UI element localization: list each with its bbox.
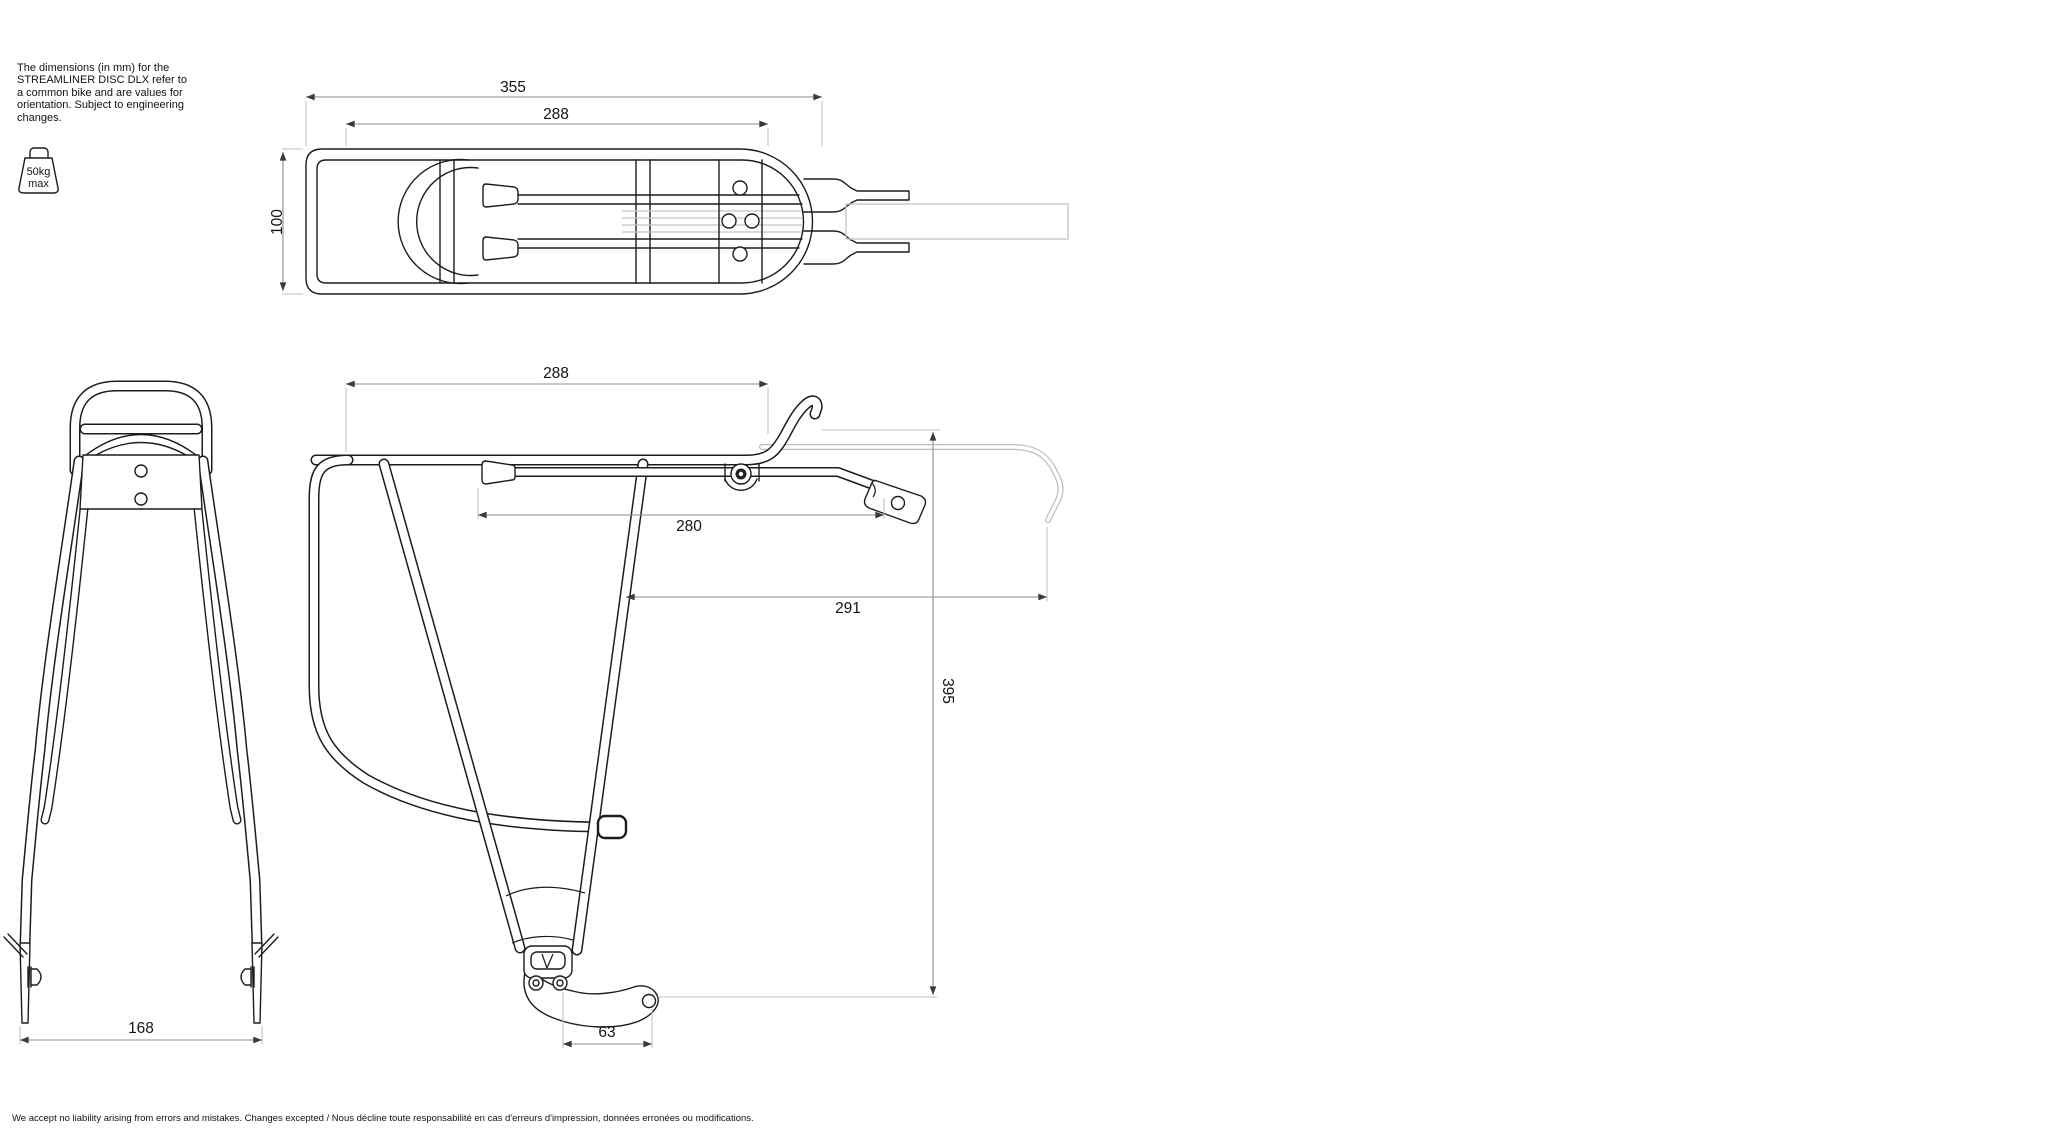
weight-limit-unit: max — [28, 178, 49, 190]
rear-view: 168 — [3, 380, 279, 1044]
dim-overall-length-label: 355 — [500, 79, 526, 96]
weight-limit-icon: 50kg max — [18, 147, 59, 194]
dim-foot-offset-label: 63 — [598, 1024, 615, 1041]
left-foot-plate — [19, 942, 31, 1024]
dim-rack-width-label: 100 — [269, 209, 286, 235]
stay-rod-cap — [481, 460, 516, 485]
dim-side-platform-label: 288 — [543, 365, 569, 382]
dropout-hook-plate — [523, 967, 659, 1028]
rear-plate — [79, 454, 203, 510]
dim-rod-length-label: 280 — [676, 518, 702, 535]
side-view: 288 280 291 395 63 — [308, 365, 1064, 1048]
lower-prong — [804, 231, 909, 264]
disclaimer-text: We accept no liability arising from erro… — [12, 1113, 754, 1124]
dimension-note: The dimensions (in mm) for the STREAMLIN… — [17, 62, 187, 124]
strut-end-cap — [596, 814, 628, 840]
stay-rod-plan-outline — [845, 203, 1069, 240]
upper-prong — [804, 179, 909, 212]
dim-reach-label: 291 — [835, 600, 861, 617]
weight-limit-value: 50kg — [27, 166, 51, 178]
dim-platform-length-label: 288 — [543, 106, 569, 123]
right-foot-plate — [251, 942, 263, 1024]
dim-height-label: 395 — [939, 678, 956, 704]
dim-mount-width-label: 168 — [128, 1020, 154, 1037]
top-view: 355 288 100 — [269, 79, 1069, 295]
